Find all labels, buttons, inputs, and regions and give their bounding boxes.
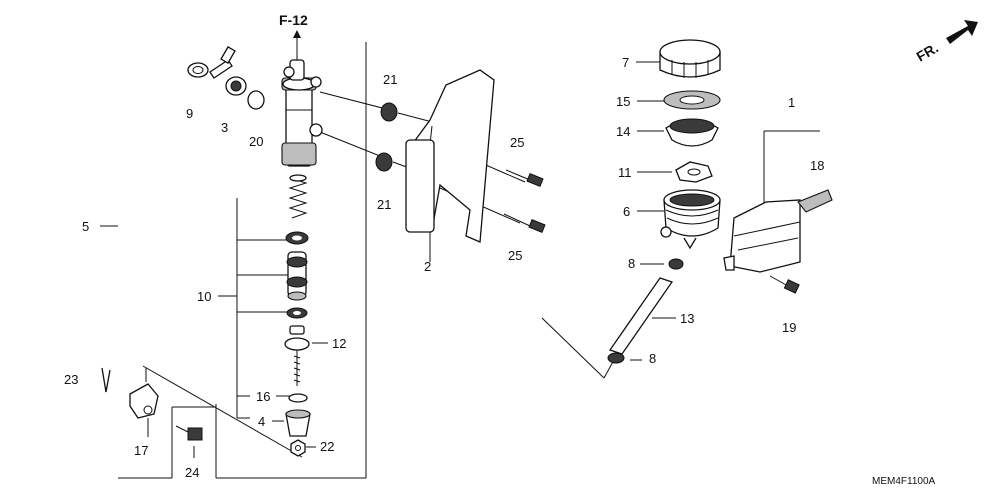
callout-7: 7: [622, 55, 629, 70]
callout-17: 17: [134, 443, 148, 458]
piston-set: [285, 231, 309, 319]
bolt-upper: [505, 169, 544, 187]
reservoir-plate: [663, 90, 721, 110]
callout-21-upper: 21: [383, 72, 397, 87]
callout-25-lower: 25: [508, 248, 522, 263]
reservoir-cap: [659, 39, 721, 78]
hose-clip-lower: [607, 352, 625, 364]
callout-16: 16: [256, 389, 270, 404]
callout-6: 6: [623, 204, 630, 219]
joint-seal: [225, 76, 247, 96]
leader-lines: [100, 30, 820, 479]
reservoir-diaphragm: [665, 118, 719, 147]
callout-13: 13: [680, 311, 694, 326]
o-ring: [247, 90, 265, 110]
front-direction-label: FR.: [914, 39, 942, 64]
callout-1: 1: [788, 95, 795, 110]
callout-11: 11: [618, 165, 632, 180]
mounting-bracket: [405, 69, 495, 243]
callout-4: 4: [258, 414, 265, 429]
callout-22: 22: [320, 439, 334, 454]
callout-9: 9: [186, 106, 193, 121]
callout-18: 18: [810, 158, 824, 173]
callout-24: 24: [185, 465, 199, 480]
reservoir-tank: [660, 189, 721, 250]
piston-spring: [288, 174, 308, 219]
callout-10: 10: [197, 289, 211, 304]
push-rod: [284, 325, 310, 386]
hex-nut: [290, 439, 306, 457]
callout-21-lower: 21: [377, 197, 391, 212]
callout-2: 2: [424, 259, 431, 274]
callout-8-upper: 8: [628, 256, 635, 271]
callout-25-upper: 25: [510, 135, 524, 150]
section-reference[interactable]: F-12: [279, 12, 308, 28]
collar-upper: [380, 102, 398, 122]
callout-8-lower: 8: [649, 351, 656, 366]
hose-clip-upper: [668, 258, 684, 270]
clevis: [129, 383, 159, 419]
callout-19: 19: [782, 320, 796, 335]
callout-14: 14: [616, 124, 630, 139]
circlip: [288, 393, 308, 403]
callout-20: 20: [249, 134, 263, 149]
callout-3: 3: [221, 120, 228, 135]
cover-screw: [769, 275, 800, 294]
front-direction-arrow: [946, 20, 978, 44]
bolt-lower: [503, 213, 546, 233]
rod-boot: [285, 409, 311, 437]
reservoir-cover: [723, 189, 833, 273]
cotter-pin: [101, 367, 111, 393]
diagram-code: MEM4F1100A: [872, 476, 936, 487]
callout-5: 5: [82, 219, 89, 234]
reservoir-float: [675, 161, 713, 183]
callout-12: 12: [332, 336, 346, 351]
callout-15: 15: [616, 94, 630, 109]
callout-23: 23: [64, 372, 78, 387]
hose-joint: [187, 46, 236, 79]
reservoir-hose: [608, 277, 674, 355]
master-cylinder-body: [281, 59, 323, 167]
collar-lower: [375, 152, 393, 172]
joint-pin: [175, 425, 203, 441]
